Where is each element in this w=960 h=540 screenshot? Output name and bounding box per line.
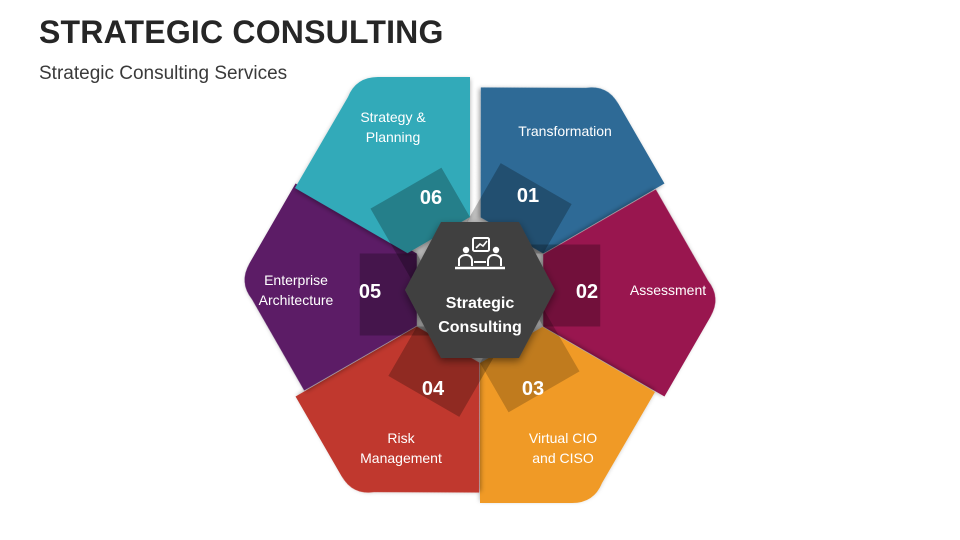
segment-03-label-line2: and CISO: [532, 450, 594, 466]
segment-04-label-line1: Risk: [387, 430, 415, 446]
meeting-people-icon: [455, 237, 505, 270]
segment-02-number: 02: [576, 281, 598, 303]
segment-01-label: Transformation: [518, 123, 612, 139]
segment-06-label-line1: Strategy &: [360, 109, 426, 125]
slide-subtitle: Strategic Consulting Services: [39, 63, 288, 84]
segment-06-label-line2: Planning: [366, 129, 421, 145]
center-hexagon: [405, 222, 555, 358]
center-label-line2: Consulting: [438, 319, 522, 336]
segment-05-label-line2: Architecture: [259, 292, 334, 308]
center-label-line1: Strategic: [446, 295, 515, 312]
segment-04-number: 04: [422, 378, 445, 400]
slide-title: STRATEGIC CONSULTING: [39, 14, 444, 50]
center-hub[interactable]: Strategic Consulting: [405, 222, 555, 358]
segment-05-label-line1: Enterprise: [264, 272, 328, 288]
segment-05-number: 05: [359, 281, 381, 303]
segment-04-label-line2: Management: [360, 450, 442, 466]
segment-02-label: Assessment: [630, 282, 706, 298]
segment-03-label-line1: Virtual CIO: [529, 430, 597, 446]
segment-01-number: 01: [517, 185, 539, 207]
segment-03-number: 03: [522, 378, 544, 400]
segment-06-number: 06: [420, 187, 442, 209]
